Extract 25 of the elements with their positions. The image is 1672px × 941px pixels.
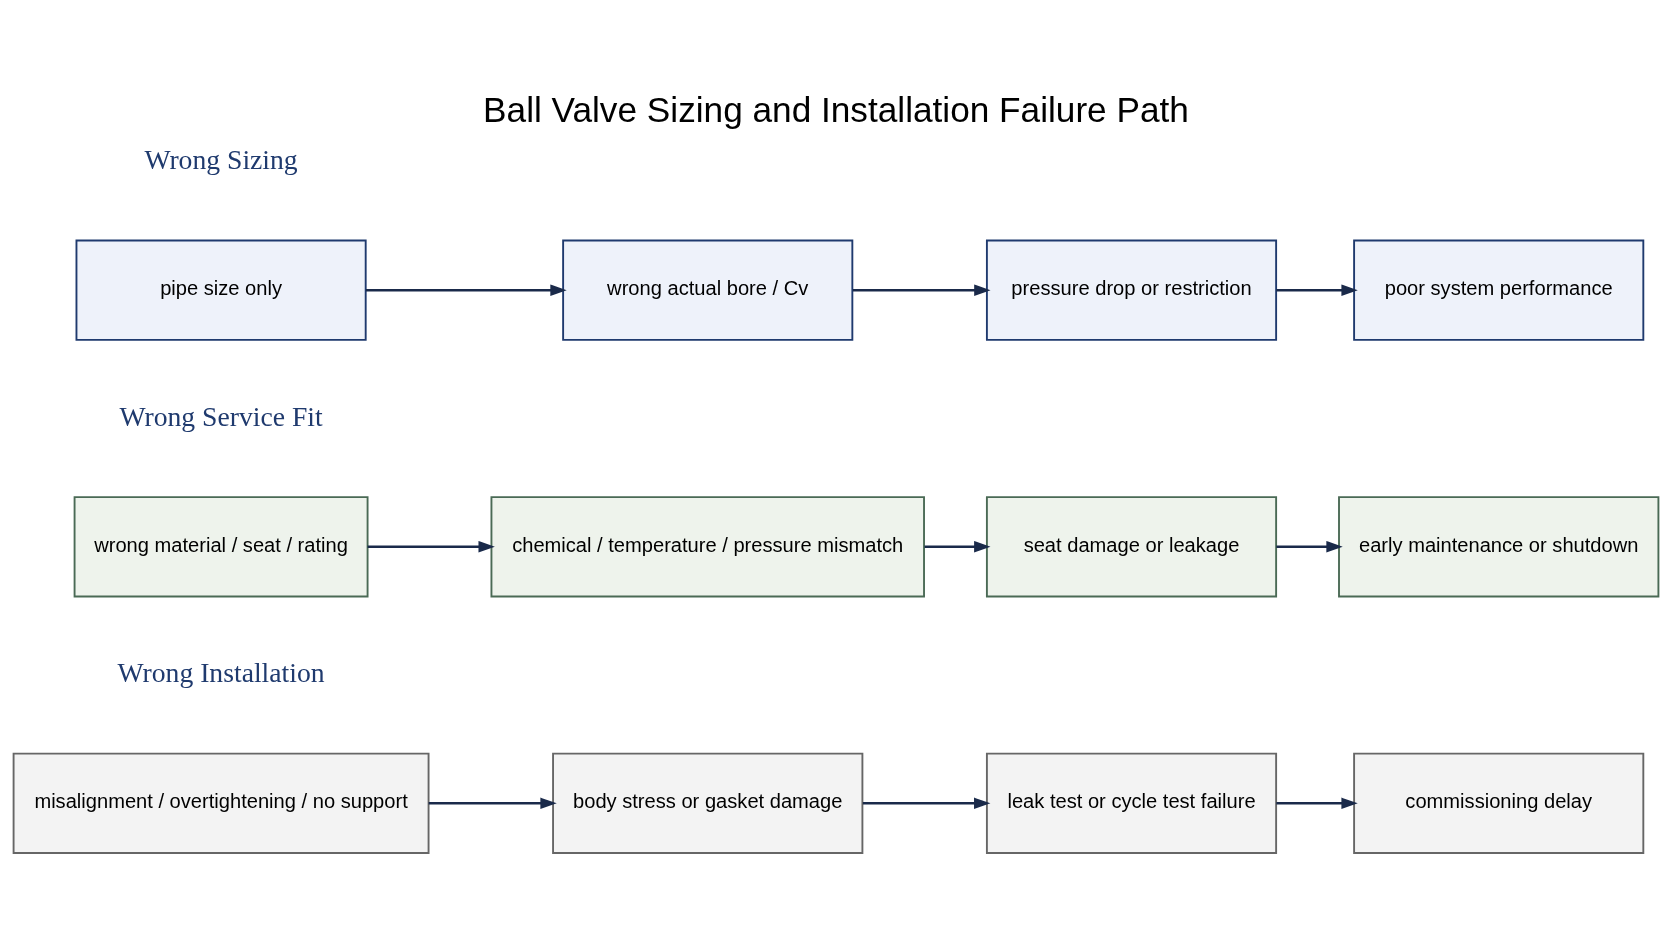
node-box: early maintenance or shutdown: [1338, 495, 1660, 597]
node-box: leak test or cycle test failure: [985, 752, 1278, 854]
node-box: pipe size only: [75, 239, 367, 341]
node-box: body stress or gasket damage: [552, 752, 864, 854]
arrow: [1276, 797, 1358, 809]
arrow: [1276, 540, 1343, 552]
label: Wrong Installation: [117, 656, 325, 688]
node-box: commissioning delay: [1353, 752, 1645, 854]
arrow: [852, 284, 991, 296]
node-box: poor system performance: [1353, 239, 1645, 341]
node-box: pressure drop or restriction: [985, 239, 1278, 341]
arrow: [862, 797, 991, 809]
node-box: misalignment / overtightening / no support: [12, 752, 430, 854]
diagram-title: Ball Valve Sizing and Installation Failure Path: [483, 89, 1189, 129]
arrow: [428, 797, 557, 809]
arrow: [924, 540, 991, 552]
label: Wrong Service Fit: [119, 400, 323, 432]
arrow: [367, 540, 495, 552]
arrow: [365, 284, 567, 296]
arrow: [1276, 284, 1358, 296]
node-box: wrong actual bore / Cv: [562, 239, 854, 341]
label: Wrong Sizing: [144, 143, 298, 175]
node-box: wrong material / seat / rating: [73, 495, 369, 597]
node-box: chemical / temperature / pressure mismatch: [490, 495, 925, 597]
node-box: seat damage or leakage: [985, 495, 1278, 597]
